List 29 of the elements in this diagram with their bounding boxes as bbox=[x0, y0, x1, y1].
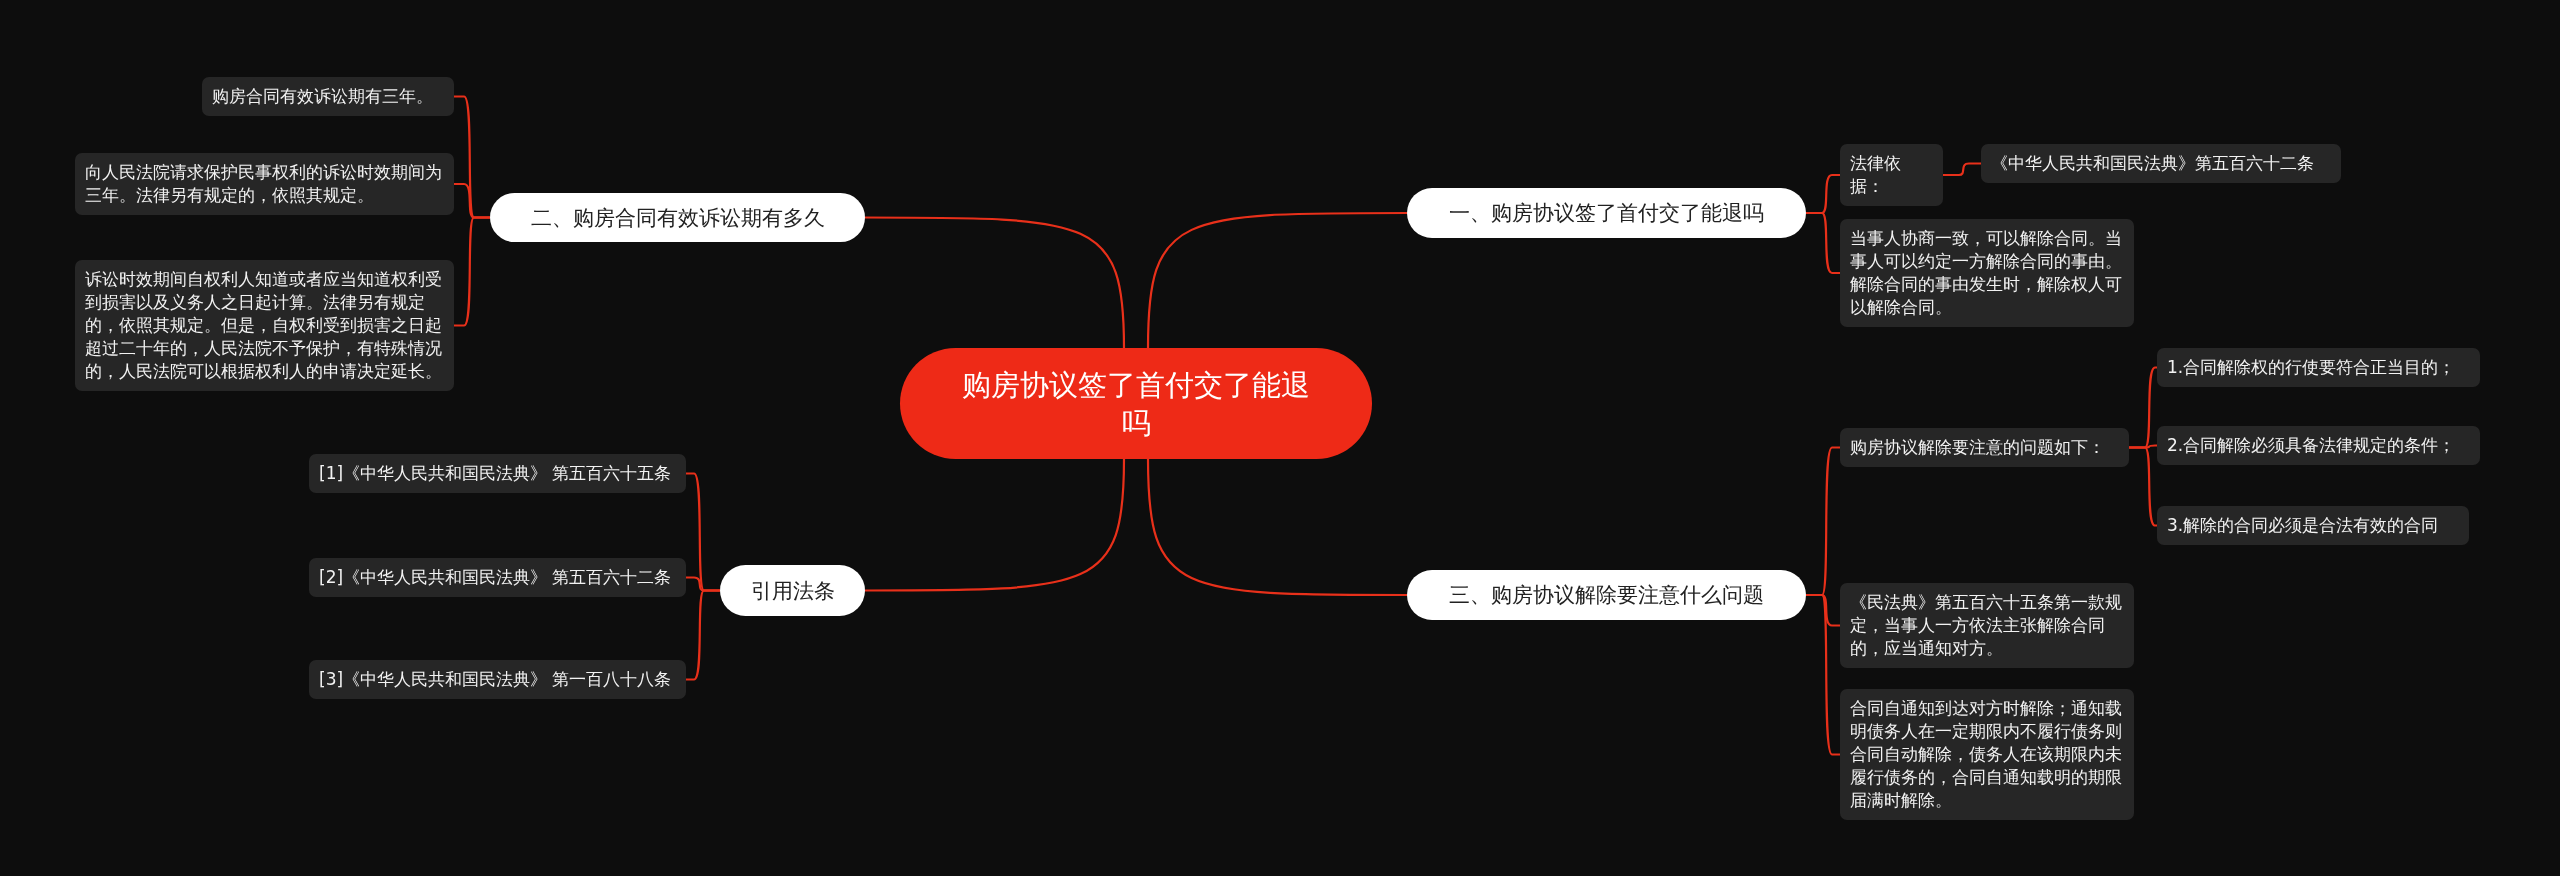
connector-line bbox=[865, 216, 1126, 349]
connector-line bbox=[1146, 211, 1407, 349]
central-topic: 购房协议签了首付交了能退吗 bbox=[900, 348, 1372, 459]
note-box: 《民法典》第五百六十五条第一款规定，当事人一方依法主张解除合同的，应当通知对方。 bbox=[1840, 583, 2134, 668]
connector-line bbox=[686, 589, 720, 681]
branch-topic: 三、购房协议解除要注意什么问题 bbox=[1407, 570, 1806, 620]
note-box: 2.合同解除必须具备法律规定的条件； bbox=[2157, 426, 2480, 465]
connector-line bbox=[1806, 593, 1840, 756]
note-box: 购房合同有效诉讼期有三年。 bbox=[202, 77, 454, 116]
note-box: 诉讼时效期间自权利人知道或者应当知道权利受到损害以及义务人之日起计算。法律另有规定的，依照其规定。但是，自权利受到损害之日起超过二十年的，人民法院不予保护，有特殊情况的，人民法院可以根据权利人的申请决定延长。 bbox=[75, 260, 454, 391]
connector-line bbox=[1146, 458, 1407, 597]
note-box: 合同自通知到达对方时解除；通知载明债务人在一定期限内不履行债务则合同自动解除，债务人在该期限内未履行债务的，合同自通知载明的期限届满时解除。 bbox=[1840, 689, 2134, 820]
connector-line bbox=[1806, 211, 1840, 275]
note-box: 法律依据： bbox=[1840, 144, 1943, 206]
branch-topic: 一、购房协议签了首付交了能退吗 bbox=[1407, 188, 1806, 238]
branch-topic: 二、购房合同有效诉讼期有多久 bbox=[490, 193, 865, 242]
note-box: 1.合同解除权的行使要符合正当目的； bbox=[2157, 348, 2480, 387]
note-box: [1]《中华人民共和国民法典》 第五百六十五条 bbox=[309, 454, 686, 493]
branch-topic: 引用法条 bbox=[720, 565, 865, 616]
note-box: 《中华人民共和国民法典》第五百六十二条 bbox=[1981, 144, 2341, 183]
note-box: [3]《中华人民共和国民法典》 第一百八十八条 bbox=[309, 660, 686, 699]
note-box: 向人民法院请求保护民事权利的诉讼时效期间为三年。法律另有规定的，依照其规定。 bbox=[75, 153, 454, 215]
note-box: 3.解除的合同必须是合法有效的合同 bbox=[2157, 506, 2469, 545]
note-box: [2]《中华人民共和国民法典》 第五百六十二条 bbox=[309, 558, 686, 597]
connector-line bbox=[2129, 446, 2158, 527]
connector-line bbox=[1943, 162, 1981, 177]
note-box: 当事人协商一致，可以解除合同。当事人可以约定一方解除合同的事由。解除合同的事由发生时，解除权人可以解除合同。 bbox=[1840, 219, 2134, 327]
connector-line bbox=[865, 458, 1126, 592]
note-box: 购房协议解除要注意的问题如下： bbox=[1840, 428, 2129, 467]
